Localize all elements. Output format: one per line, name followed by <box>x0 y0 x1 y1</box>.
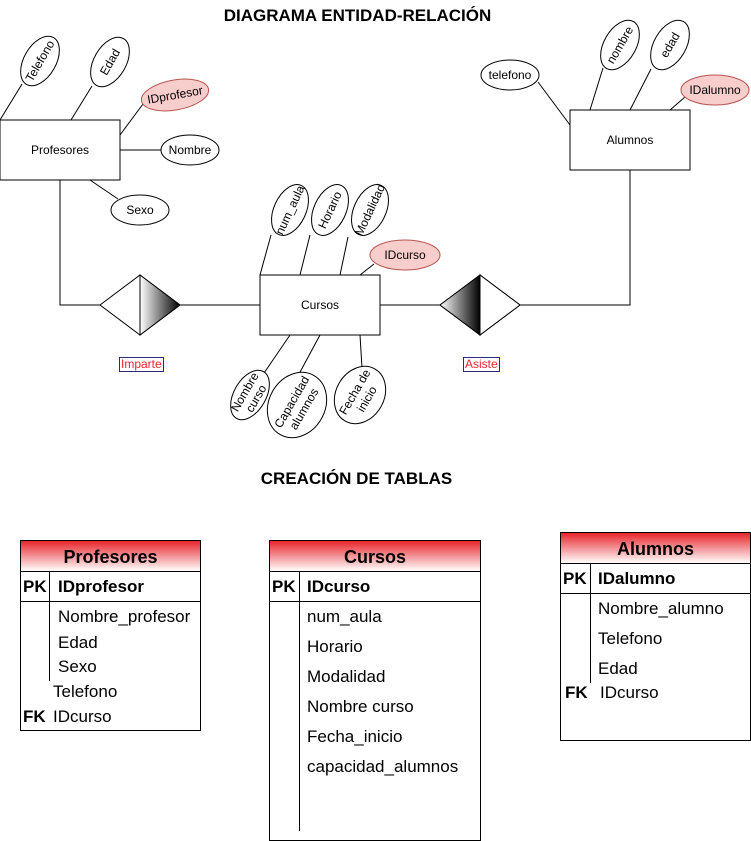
entity-cursos: Cursos <box>259 274 381 336</box>
relation-imparte-label: Imparte <box>119 357 164 372</box>
attr-prof-edad: Edad <box>90 36 130 88</box>
table-cursos-field: Horario <box>307 637 363 656</box>
entity-cursos-label: Cursos <box>301 298 339 312</box>
table-cursos-pk-marker: PK <box>272 577 296 596</box>
entity-profesores: Profesores <box>0 119 121 181</box>
table-alumnos-pk-marker: PK <box>563 569 587 588</box>
relation-imparte-diamond <box>99 274 181 336</box>
table-profesores-field: Sexo <box>58 657 97 676</box>
attr-prof-sexo: Sexo <box>110 194 170 226</box>
er-diagram: Profesores Alumnos Cursos Telefono Edad … <box>0 19 750 439</box>
table-cursos-field: Fecha_inicio <box>307 727 403 746</box>
table-alumnos: Alumnos PK IDalumno Nombre_alumno Telefo… <box>560 532 751 741</box>
table-profesores-extra-field: Telefono <box>53 682 118 701</box>
attr-curso-capacidad: Capacidad alumnos <box>266 371 328 439</box>
table-cursos-pk-field: IDcurso <box>307 577 371 596</box>
table-cursos-field: num_aula <box>307 607 382 626</box>
table-alumnos-field: Nombre_alumno <box>598 599 724 618</box>
table-profesores-title: Profesores <box>21 541 200 572</box>
table-cursos: Cursos PK IDcurso num_aula Horario Modal… <box>269 540 481 841</box>
table-alumnos-key-column-line <box>590 563 591 683</box>
table-alumnos-title: Alumnos <box>561 533 750 564</box>
table-profesores-field: Edad <box>58 633 98 652</box>
table-profesores-key-column-line <box>49 571 50 681</box>
attr-alum-idalumno-label: IDalumno <box>689 83 741 97</box>
attr-curso-modalidad: Modalidad <box>351 182 389 238</box>
attr-alum-edad: edad <box>650 19 690 71</box>
attr-alum-idalumno: IDalumno <box>680 74 750 106</box>
table-alumnos-pk-divider <box>561 593 750 594</box>
table-profesores-pk-divider <box>21 601 200 602</box>
attr-curso-horario: Horario <box>311 184 349 236</box>
table-cursos-key-column-line <box>299 571 300 831</box>
attr-prof-telefono: Telefono <box>20 35 60 87</box>
table-cursos-pk-divider <box>270 601 480 602</box>
attr-alum-telefono: telefono <box>480 59 540 91</box>
table-profesores-pk-marker: PK <box>23 577 47 596</box>
entity-alumnos: Alumnos <box>569 109 691 171</box>
table-profesores-field: Nombre_profesor <box>58 607 191 626</box>
table-profesores-pk-field: IDprofesor <box>58 577 144 596</box>
attr-prof-idprofesor: IDprofesor <box>140 78 210 112</box>
entity-alumnos-label: Alumnos <box>607 133 654 147</box>
attr-curso-idcurso: IDcurso <box>369 239 441 271</box>
table-cursos-field: Nombre curso <box>307 697 414 716</box>
attr-alum-telefono-label: telefono <box>489 68 532 82</box>
table-cursos-field: Modalidad <box>307 667 386 686</box>
relation-asiste-diamond <box>439 274 521 336</box>
attr-prof-nombre-label: Nombre <box>169 143 212 157</box>
attr-curso-fecha: Fecha de inicio <box>333 365 387 425</box>
table-profesores-fk-field: IDcurso <box>53 707 112 726</box>
table-alumnos-fk-marker: FK <box>565 683 588 702</box>
table-cursos-title: Cursos <box>270 541 480 572</box>
table-alumnos-field: Edad <box>598 659 638 678</box>
table-profesores: Profesores PK IDprofesor Nombre_profesor… <box>20 540 201 731</box>
tables-section-title: CREACIÓN DE TABLAS <box>260 469 453 488</box>
attr-curso-num-aula: num_aula <box>271 183 309 237</box>
attr-prof-sexo-label: Sexo <box>126 203 154 217</box>
entity-profesores-label: Profesores <box>31 143 89 157</box>
attr-prof-nombre: Nombre <box>160 134 220 166</box>
table-alumnos-pk-field: IDalumno <box>598 569 676 588</box>
table-cursos-field: capacidad_alumnos <box>307 757 459 776</box>
table-alumnos-fk-field: IDcurso <box>600 683 659 702</box>
table-alumnos-field: Telefono <box>598 629 663 648</box>
attr-curso-idcurso-label: IDcurso <box>384 248 426 262</box>
er-diagram-title: DIAGRAMA ENTIDAD-RELACIÓN <box>223 6 492 25</box>
relation-asiste-label: Asiste <box>463 357 500 372</box>
attr-alum-nombre: nombre <box>600 19 640 71</box>
table-profesores-fk-marker: FK <box>23 707 46 726</box>
